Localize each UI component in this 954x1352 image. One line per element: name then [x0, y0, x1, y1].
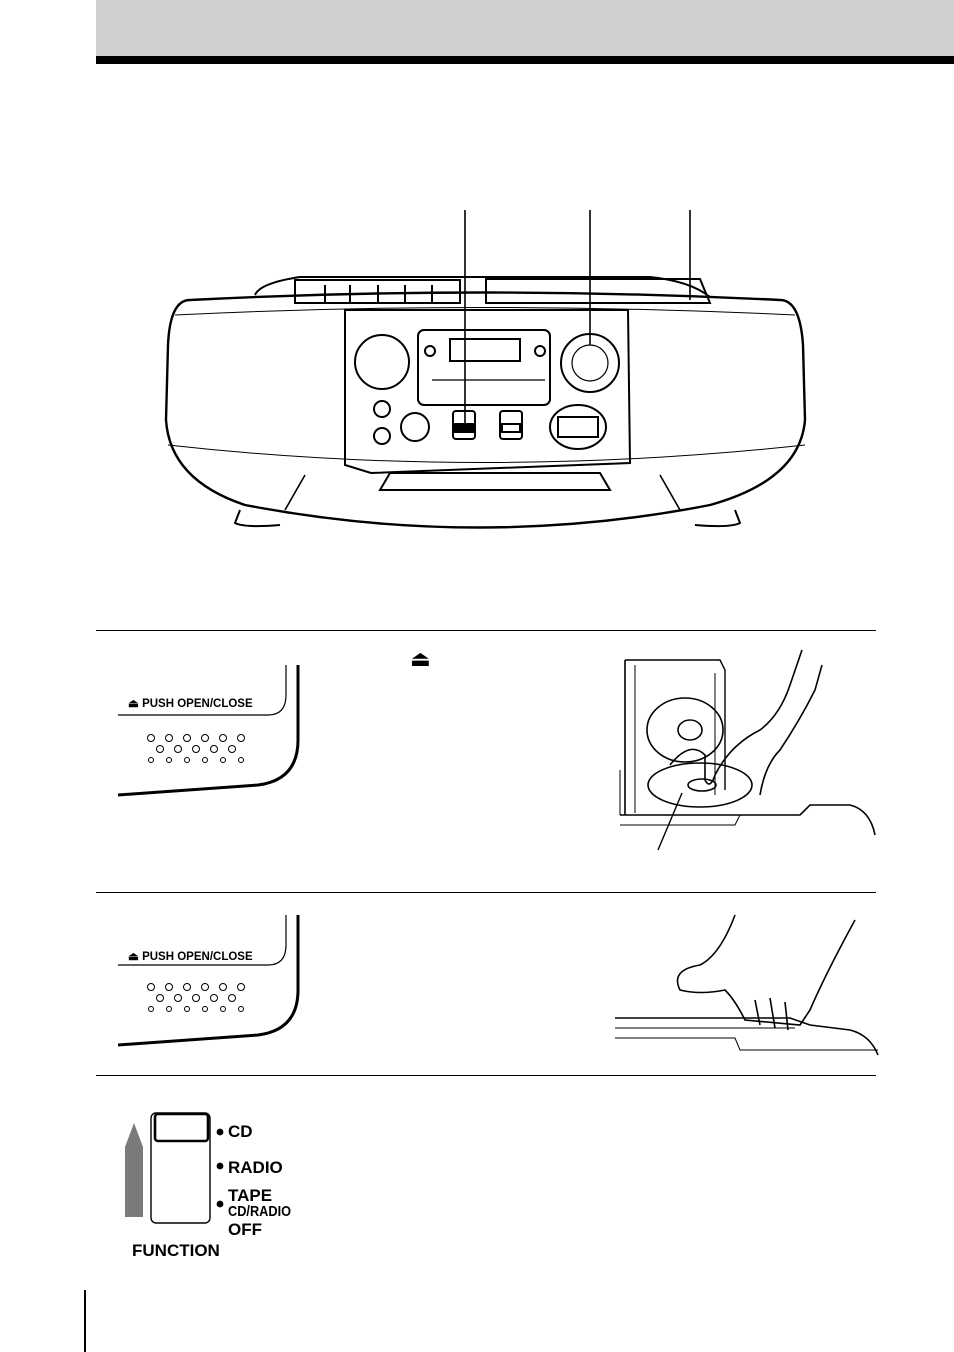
panel-outline — [118, 915, 300, 1047]
push-open-close-panel-2: ⏏ PUSH OPEN/CLOSE — [118, 905, 308, 1055]
header-rule — [96, 56, 954, 64]
function-switch-title: FUNCTION — [132, 1241, 220, 1260]
push-open-close-panel-1: ⏏ PUSH OPEN/CLOSE — [118, 650, 308, 800]
close-lid-illustration — [615, 914, 879, 1056]
function-switch: CD RADIO TAPE CD/RADIO OFF FUNCTION — [120, 1105, 320, 1265]
section-rule-2 — [96, 892, 876, 893]
push-open-close-label: PUSH OPEN/CLOSE — [142, 951, 253, 963]
function-option-cd: CD — [228, 1122, 253, 1141]
eject-icon: ⏏ — [410, 646, 431, 671]
panel-label: ⏏ PUSH OPEN/CLOSE — [128, 949, 253, 963]
eject-icon: ⏏ — [128, 698, 139, 710]
eject-icon: ⏏ — [128, 951, 139, 963]
function-switch-graphic — [125, 1112, 224, 1224]
up-arrow-icon — [125, 1123, 143, 1217]
function-option-cd-radio: CD/RADIO — [228, 1203, 292, 1220]
section-rule-1 — [96, 630, 876, 631]
push-open-close-label: PUSH OPEN/CLOSE — [142, 698, 253, 710]
panel-outline — [118, 665, 300, 797]
section-rule-3 — [96, 1075, 876, 1076]
function-option-tape: TAPE — [228, 1186, 273, 1205]
page-margin-line — [84, 1290, 86, 1352]
boombox-illustration — [164, 210, 807, 529]
function-option-radio: RADIO — [228, 1158, 283, 1177]
function-option-off: OFF — [228, 1220, 262, 1239]
insert-disc-illustration — [619, 649, 876, 851]
header-band — [96, 0, 954, 56]
panel-label: ⏏ PUSH OPEN/CLOSE — [128, 696, 253, 710]
